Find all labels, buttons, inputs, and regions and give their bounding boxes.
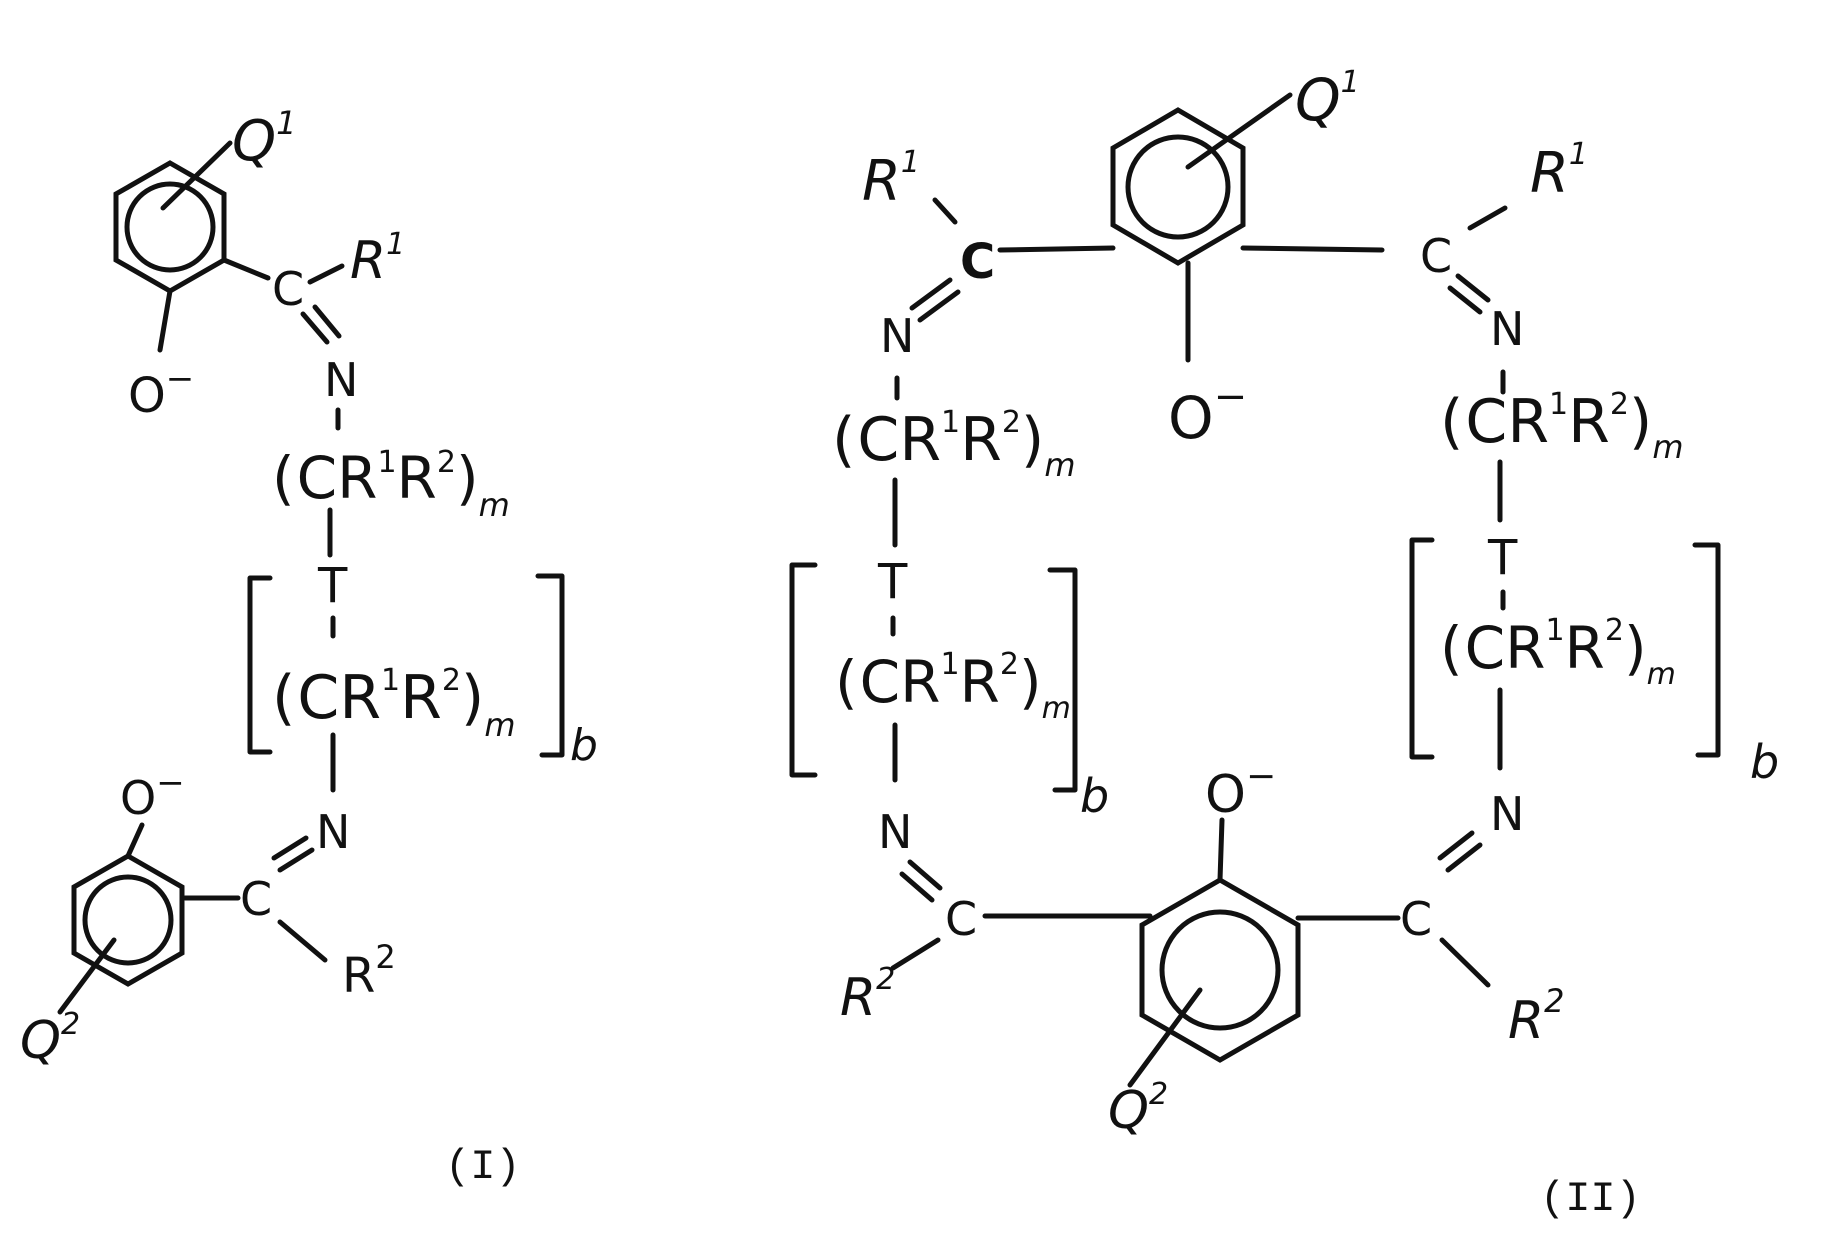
structure-II-left-bracket-chain: (CR1R2)m	[835, 647, 1071, 726]
structure-I-imine-bottom-nitrogen: N	[316, 805, 350, 859]
structure-II-left-imine-bottom-nitrogen: N	[878, 805, 912, 859]
structure-I-bracket-t: T	[317, 558, 348, 614]
structure-II-right-r2-label: R2	[1508, 982, 1565, 1051]
structure-II-right-imine-top-carbon: C	[1420, 229, 1452, 283]
structure-II-left-bracket-sub-b: b	[1080, 769, 1109, 823]
structure-I-bracket-sub-b: b	[570, 720, 598, 771]
structure-II-right-bracket-t: T	[1487, 530, 1518, 586]
structure-II-right-bracket-sub-b: b	[1750, 735, 1779, 789]
structure-II-right-imine-bottom-carbon: C	[1400, 892, 1432, 946]
structure-II-left-imine-top-carbon: C	[960, 234, 995, 290]
structure-I-imine-bottom-carbon: C	[240, 872, 272, 926]
structure-II-bottom-oxide: O−	[1205, 756, 1276, 825]
structure-II-top-oxide: O−	[1168, 374, 1247, 452]
structure-I-q2-label: Q2	[20, 1007, 80, 1071]
structure-II-right-bracket-chain: (CR1R2)m	[1440, 613, 1676, 692]
structure-II-left-chain: (CR1R2)m	[832, 405, 1076, 484]
structure-I-q1-label: Q1	[232, 104, 296, 174]
structure-II-left-r2-label: R2	[840, 962, 895, 1028]
structure-I-bracket-chain: (CR1R2)m	[272, 663, 516, 744]
structure-II-right-imine-bottom-nitrogen: N	[1490, 787, 1524, 841]
structure-I-bottom-oxide: O−	[120, 763, 185, 825]
structure-II-right-imine-top-nitrogen: N	[1490, 302, 1524, 356]
structure-I-bottom-ring	[60, 825, 182, 1012]
structure-II-left-imine-bottom-carbon: C	[945, 892, 977, 946]
structure-II-right-r1-label: R1	[1530, 137, 1588, 206]
structure-I-top-oxide: O−	[128, 359, 194, 424]
structure-II-left-r1-label: R1	[862, 145, 920, 214]
structure-II-bottom-ring	[1130, 820, 1298, 1085]
structure-I-label: (I)	[445, 1143, 521, 1191]
structure-II-right-chain: (CR1R2)m	[1440, 387, 1684, 466]
structure-II-left-imine-top-nitrogen: N	[880, 309, 914, 363]
structure-I-r1-label: R1	[350, 227, 405, 291]
structure-II-label: (II)	[1540, 1175, 1641, 1223]
structure-II-q2-label: Q2	[1108, 1077, 1168, 1141]
structure-II-q1-label: Q1	[1295, 65, 1360, 134]
structure-I-r2-label: R2	[342, 938, 396, 1004]
structure-I-imine-top-nitrogen: N	[324, 353, 358, 407]
structure-I: Q1 O− C R1 N (CR1R2)m T (CR1R2)m b N C R…	[20, 104, 598, 1191]
structure-II: Q1 O− R1 C N R1 C N (CR1R2)m (CR1R2)m T …	[792, 65, 1779, 1223]
structure-I-top-ring	[116, 143, 268, 350]
structure-I-chain-top: (CR1R2)m	[272, 444, 510, 524]
structure-I-imine-top-carbon: C	[272, 262, 304, 316]
structure-II-top-ring	[1000, 95, 1382, 360]
structure-II-left-bracket-t: T	[877, 554, 908, 610]
